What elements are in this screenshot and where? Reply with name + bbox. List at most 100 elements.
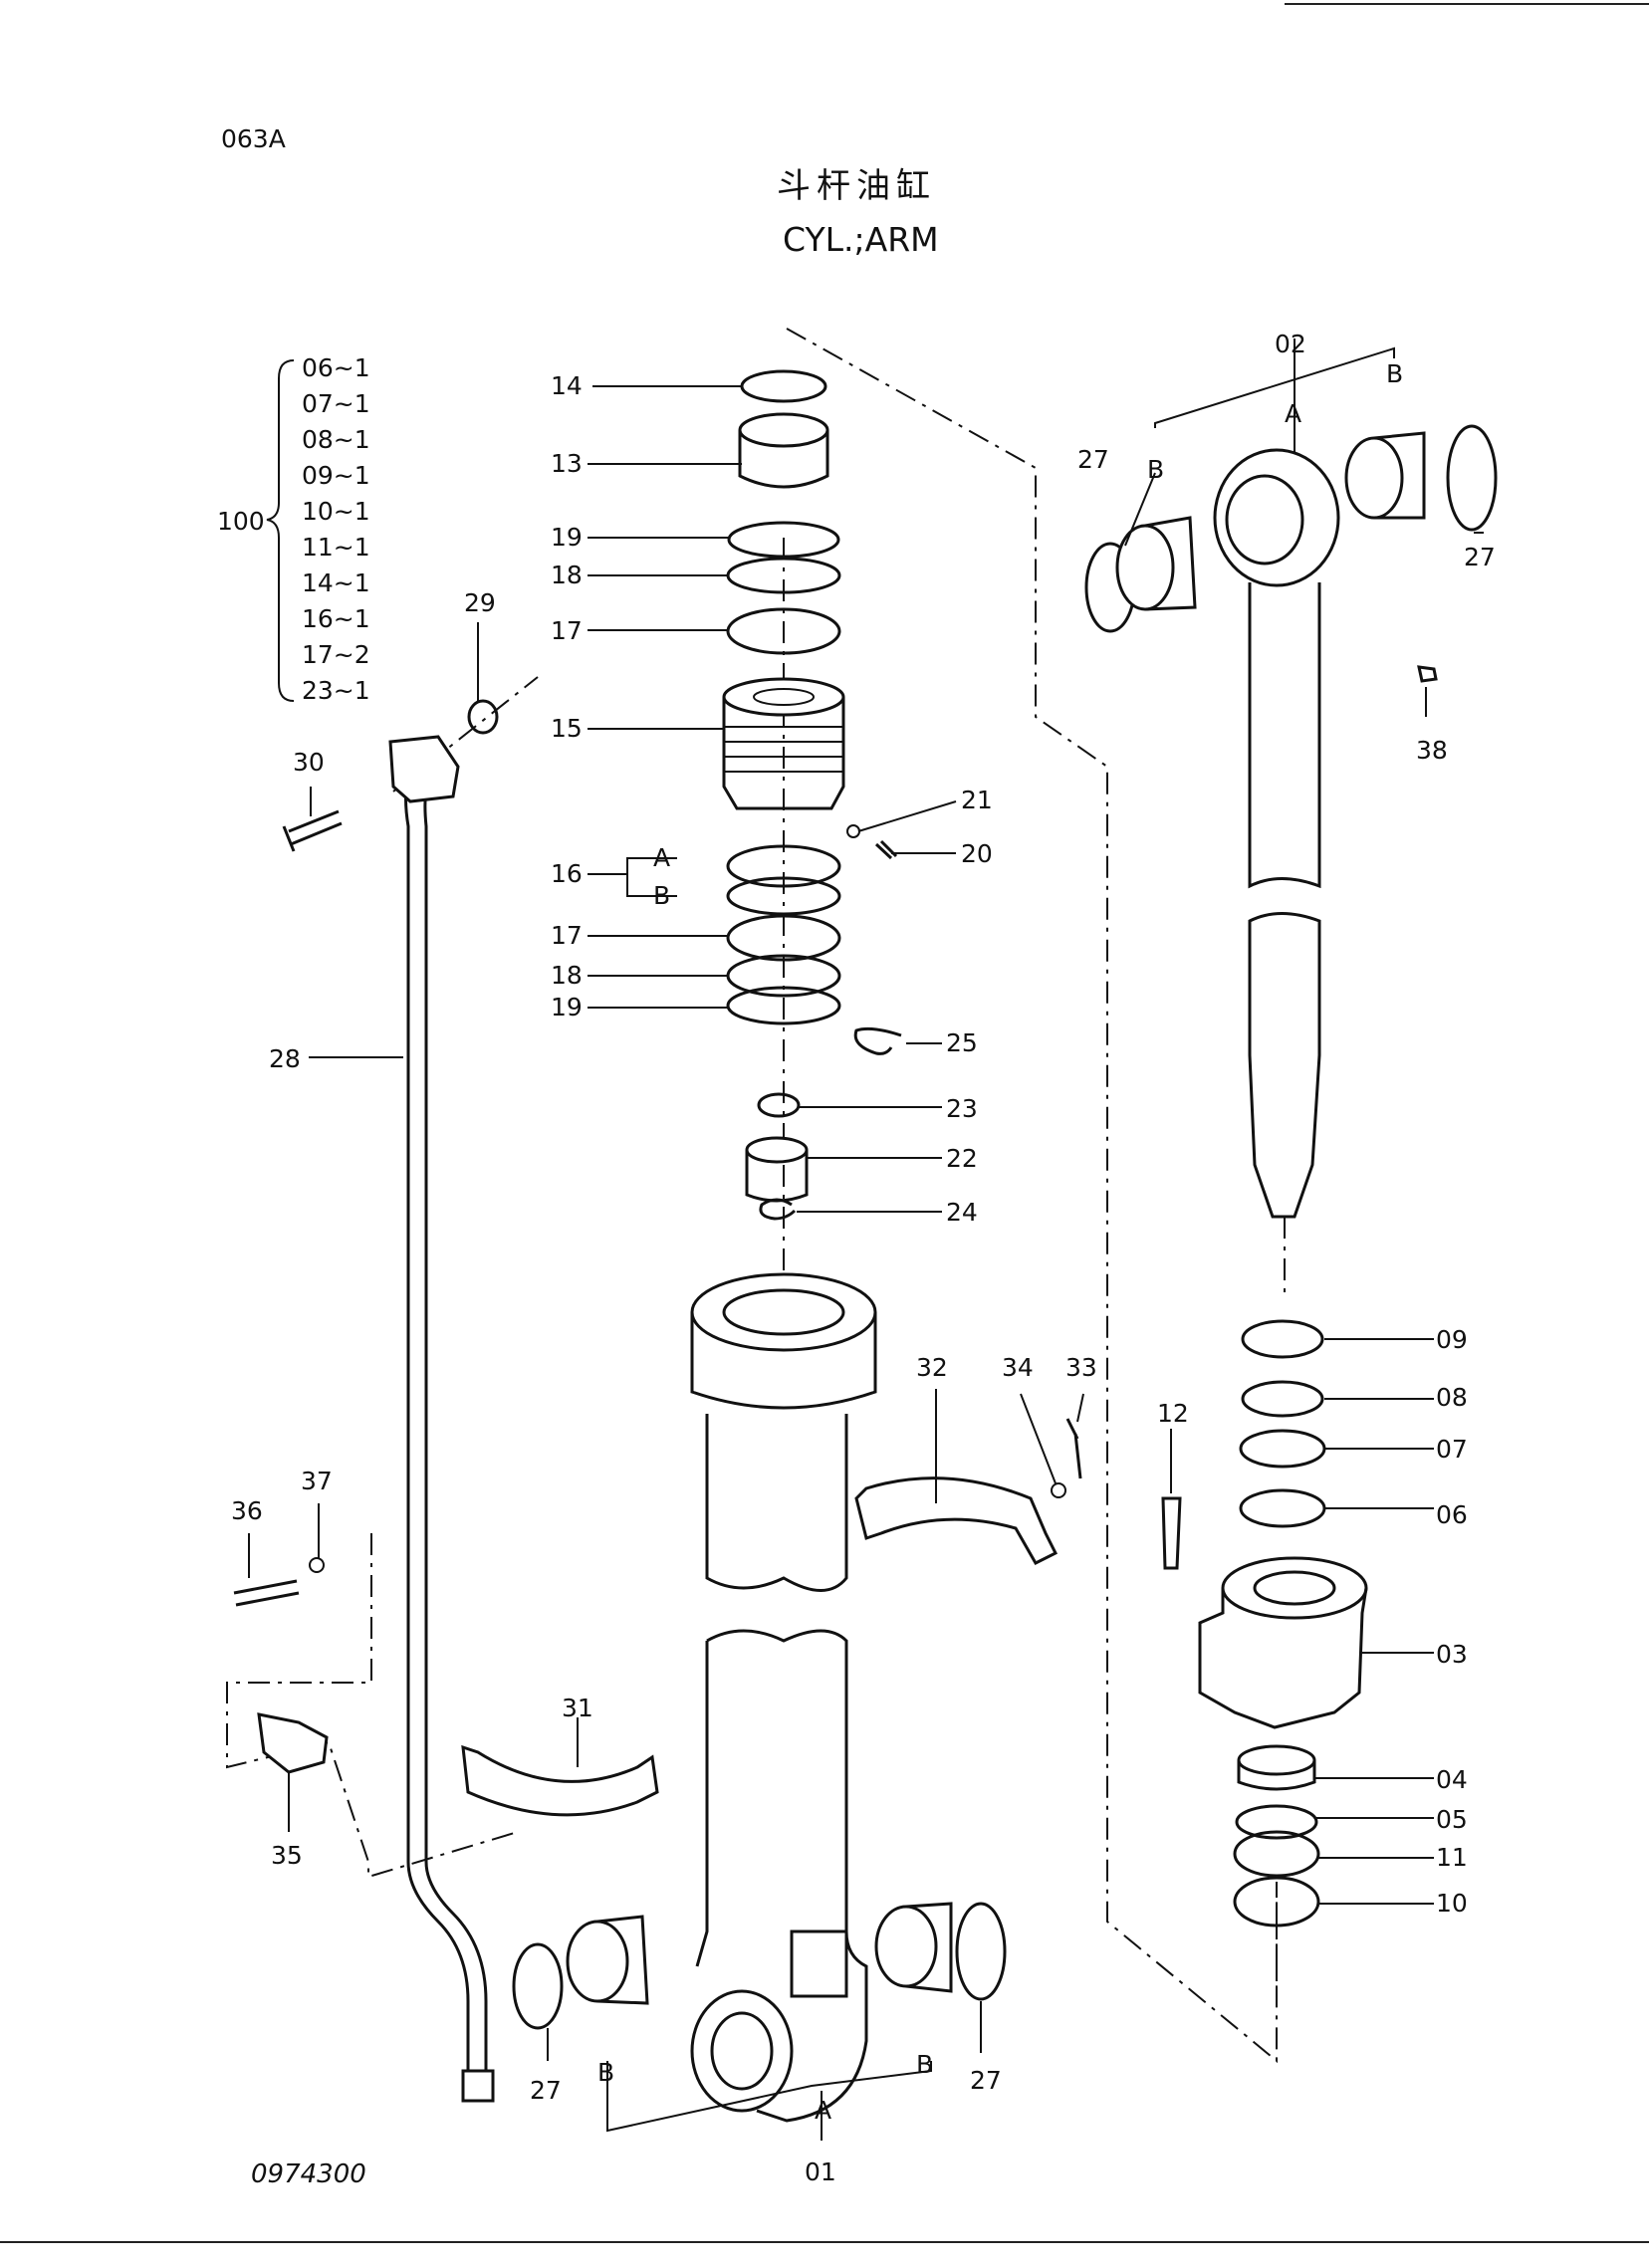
kit-items-list: 06~107~108~109~110~111~114~116~117~223~1 [302, 353, 370, 705]
callout-37: 37 [301, 1467, 333, 1495]
ring-16b [726, 876, 841, 916]
callout-28: 28 [269, 1044, 301, 1073]
kit-item: 08~1 [302, 425, 370, 454]
document-number: 0974300 [251, 2159, 366, 2189]
kit-number: 100 [217, 507, 265, 536]
kit-item: 17~2 [302, 640, 370, 669]
piston-rod-02 [1213, 448, 1340, 1219]
clamp-32 [854, 1476, 1059, 1565]
callout-34: 34 [1002, 1353, 1034, 1382]
assembly-line-rod [786, 328, 1278, 2064]
collar-22 [745, 1136, 809, 1203]
callout-27-rod-left: 27 [1077, 445, 1109, 474]
callout-36: 36 [231, 1496, 263, 1525]
callout-06: 06 [1436, 1500, 1468, 1529]
title-chinese: 斗杆油缸 [777, 166, 936, 206]
callout-15: 15 [551, 714, 583, 743]
callout-14: 14 [551, 371, 583, 400]
seal-27-rod-right [1446, 424, 1498, 532]
callout-24: 24 [946, 1198, 978, 1227]
callout-18-bottom: 18 [551, 961, 583, 990]
callout-27-tube-left: 27 [530, 2076, 562, 2105]
block-35 [257, 1712, 329, 1774]
seal-09 [1241, 1319, 1324, 1359]
bushing-b-tube-left [566, 1915, 649, 2005]
callout-38: 38 [1416, 736, 1448, 765]
callout-05: 05 [1436, 1805, 1468, 1834]
kit-item: 16~1 [302, 604, 370, 633]
hose-fitting-bottom [461, 2069, 495, 2103]
bolt-36 [233, 1579, 300, 1607]
callout-01: 01 [805, 2157, 836, 2186]
callout-20: 20 [961, 839, 993, 868]
sub-label-rod-a: A [1285, 399, 1301, 428]
hose-28 [404, 776, 488, 2071]
callout-22: 22 [946, 1144, 978, 1173]
callout-19-top: 19 [551, 523, 583, 552]
sub-label-tube-b-left: B [597, 2058, 614, 2087]
callout-03: 03 [1436, 1640, 1468, 1669]
cylinder-tube-01 [690, 1272, 877, 2123]
callout-27-rod-right: 27 [1464, 543, 1496, 571]
callout-32: 32 [916, 1353, 948, 1382]
callout-10: 10 [1436, 1889, 1468, 1918]
callout-25: 25 [946, 1028, 978, 1057]
seal-08 [1241, 1380, 1324, 1418]
kit-item: 07~1 [302, 389, 370, 418]
ring-14 [740, 369, 827, 403]
callout-11: 11 [1436, 1843, 1468, 1872]
kit-item: 14~1 [302, 568, 370, 597]
callout-04: 04 [1436, 1765, 1468, 1794]
ring-05 [1235, 1804, 1318, 1840]
kit-item: 11~1 [302, 533, 370, 562]
callout-16: 16 [551, 859, 583, 888]
seal-06 [1239, 1488, 1326, 1528]
bushing-b-tube-right [874, 1902, 953, 1993]
grease-fitting-38 [1417, 665, 1438, 683]
sub-label-tube-a: A [815, 2096, 831, 2125]
seal-07 [1239, 1429, 1326, 1469]
kit-item: 23~1 [302, 676, 370, 705]
callout-35: 35 [271, 1841, 303, 1870]
ring-11 [1233, 1830, 1320, 1878]
ring-23 [757, 1092, 801, 1118]
snap-ring-24 [759, 1198, 797, 1221]
retainer-25 [853, 1026, 902, 1055]
ball-21 [846, 824, 860, 838]
callout-31: 31 [562, 1694, 593, 1722]
bushing-04 [1237, 1744, 1316, 1791]
callout-33: 33 [1065, 1353, 1097, 1382]
cylinder-head-03 [1198, 1556, 1368, 1729]
seal-27-tube-left [512, 1942, 564, 2030]
callout-17-top: 17 [551, 616, 583, 645]
set-screw-20 [874, 839, 898, 860]
sub-label-rod-b-right: B [1386, 359, 1403, 388]
callout-09: 09 [1436, 1325, 1468, 1354]
page-code: 063A [221, 124, 286, 153]
kit-bracket: 100 06~107~108~109~110~111~114~116~117~2… [217, 353, 370, 705]
sub-label-rod-b-left: B [1147, 455, 1164, 484]
washer-37 [309, 1557, 325, 1573]
callout-29: 29 [464, 588, 496, 617]
sub-label-16a: A [653, 843, 670, 872]
piston-15 [722, 677, 845, 810]
ring-10 [1233, 1876, 1320, 1928]
kit-item: 09~1 [302, 461, 370, 490]
callout-19-bottom: 19 [551, 993, 583, 1021]
sub-label-tube-b-right: B [916, 2050, 933, 2079]
bolt-12 [1161, 1496, 1182, 1570]
callout-27-tube-right: 27 [970, 2066, 1002, 2095]
bushing-b-rod-left [1115, 516, 1197, 611]
callout-02: 02 [1275, 330, 1306, 358]
ring-17-bottom [726, 914, 841, 962]
title-english: CYL.;ARM [783, 220, 939, 259]
bolt-33 [1065, 1418, 1082, 1479]
callout-23: 23 [946, 1094, 978, 1123]
o-ring-29 [467, 699, 499, 735]
ring-19-top [727, 521, 840, 559]
callout-18-top: 18 [551, 561, 583, 589]
callout-08: 08 [1436, 1383, 1468, 1412]
flange-block [388, 735, 460, 803]
seal-27-tube-right [955, 1902, 1007, 2001]
